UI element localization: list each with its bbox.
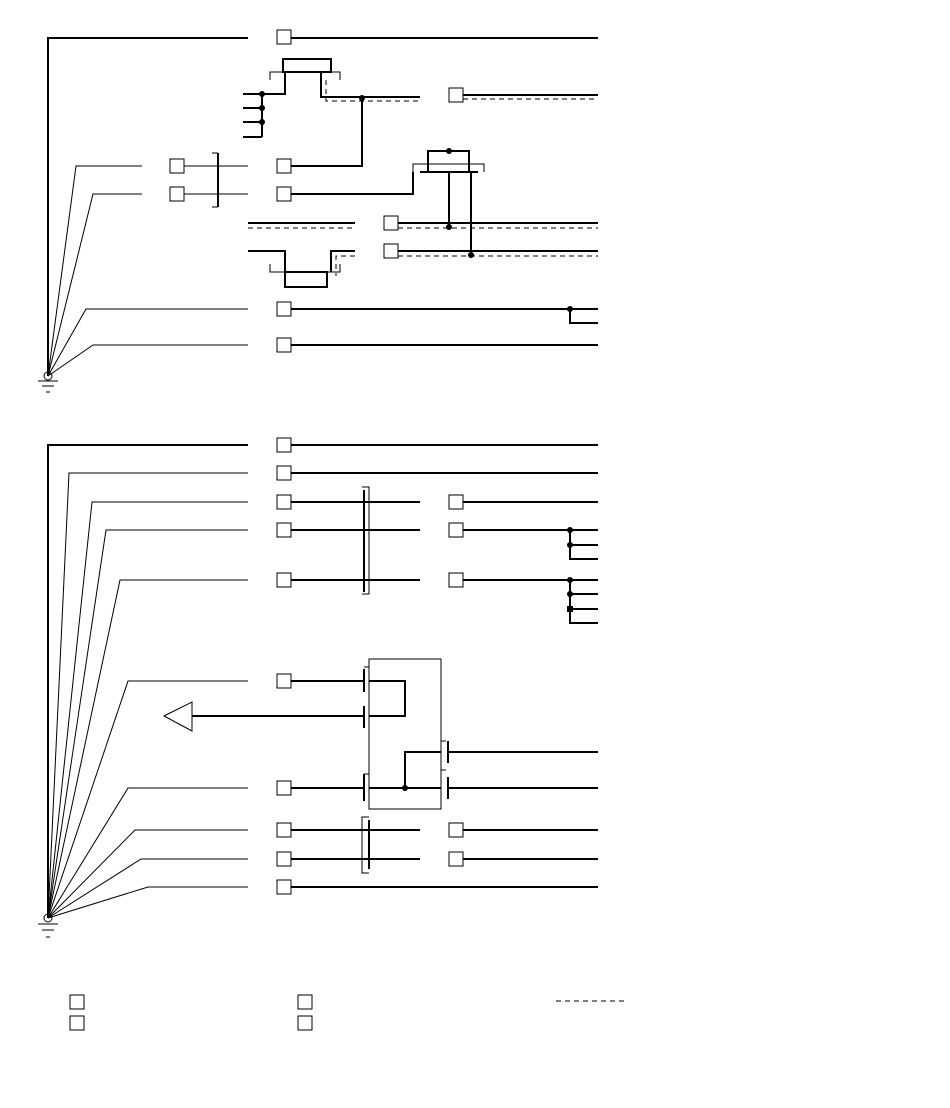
connector-box — [169, 158, 185, 174]
wire — [47, 37, 248, 376]
ground-lead — [47, 886, 248, 919]
connector-box — [448, 522, 464, 538]
connector-box — [383, 243, 399, 259]
splice-module — [243, 58, 420, 167]
splice-dot — [567, 577, 573, 583]
wire — [569, 594, 598, 610]
connector-box — [276, 337, 292, 353]
connector-box — [276, 301, 292, 317]
splice-dot — [567, 606, 573, 612]
legend — [69, 994, 627, 1031]
inline-connector — [291, 486, 420, 595]
connector-box — [276, 673, 292, 689]
ground-lead — [47, 680, 248, 919]
wire — [47, 444, 248, 918]
connector-box — [276, 851, 292, 867]
connector-box — [276, 522, 292, 538]
splice-dot — [567, 542, 573, 548]
legend-connector-symbol — [69, 1015, 85, 1031]
connector-box — [448, 494, 464, 510]
wire — [569, 530, 598, 546]
connector-box — [276, 572, 292, 588]
connector-box — [276, 494, 292, 510]
connector-box — [383, 215, 399, 231]
connector-box — [448, 572, 464, 588]
control-module — [47, 658, 598, 919]
wire — [569, 309, 598, 324]
connector-box — [276, 822, 292, 838]
ground-lead — [47, 165, 142, 377]
ground-symbol — [38, 913, 58, 938]
splice-dot — [567, 591, 573, 597]
ground-lead — [47, 829, 248, 919]
legend-connector-symbol — [297, 1015, 313, 1031]
inline-connector — [184, 152, 248, 208]
splice-module — [248, 250, 355, 288]
ground-lead — [47, 858, 248, 919]
connector-box — [276, 879, 292, 895]
ground-lead — [47, 501, 248, 919]
connector-box — [276, 437, 292, 453]
wire — [569, 545, 598, 560]
legend-connector-symbol — [69, 994, 85, 1010]
splice-dot — [567, 306, 573, 312]
connector-box — [276, 158, 292, 174]
connector-box — [169, 186, 185, 202]
ground-lead — [47, 472, 248, 919]
wire — [569, 609, 598, 624]
connector-box — [448, 822, 464, 838]
connector-box — [276, 186, 292, 202]
arrow-symbol — [162, 701, 193, 732]
inline-connector — [291, 816, 420, 874]
connector-box — [276, 29, 292, 45]
legend-connector-symbol — [297, 994, 313, 1010]
upper-wiring-section — [38, 29, 598, 393]
ground-symbol — [38, 371, 58, 393]
ground-lead — [47, 193, 142, 377]
ground-lead — [47, 787, 248, 919]
ground-lead — [47, 529, 248, 919]
ground-lead — [47, 344, 248, 377]
connector-box — [276, 465, 292, 481]
ground-lead — [47, 308, 248, 377]
ground-lead — [47, 579, 248, 919]
connector-box — [448, 851, 464, 867]
splice-module — [412, 148, 485, 258]
wire — [291, 172, 414, 195]
splice-dot — [567, 527, 573, 533]
connector-box — [276, 780, 292, 796]
lower-wiring-section — [38, 437, 598, 938]
wire — [569, 580, 598, 595]
connector-box — [448, 87, 464, 103]
